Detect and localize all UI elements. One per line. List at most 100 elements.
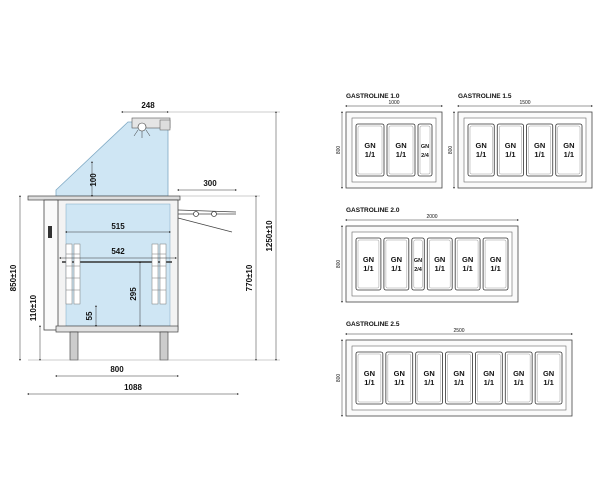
gn-container-inner [557,125,581,175]
dim-shelf-height: 295 [129,287,138,301]
gn-label: GN [394,369,405,378]
gn-label: 1/1 [396,150,406,159]
gn-container [504,351,533,405]
door-handle [48,226,52,238]
gn-container [355,237,382,291]
plan-title: GASTROLINE 1.5 [458,93,512,100]
plan-width-label: 1500 [519,100,530,106]
gn-container [445,351,473,405]
gn-label: GN [453,369,464,378]
dim-height-110: 110±10 [29,294,38,321]
gn-container-inner [499,125,522,175]
gn-label: 1/1 [454,378,464,387]
gn-container-inner [456,239,479,289]
dim-width-800: 800 [110,365,124,374]
dim-height-770: 770±10 [245,264,254,291]
gn-label: 1/1 [543,378,553,387]
gn-label: 1/1 [365,150,375,159]
gn-container [411,237,425,291]
lamp-icon [131,117,171,138]
dim-inner-width: 515 [111,222,125,231]
gn-label: GN [490,255,501,264]
gn-label: GN [513,369,524,378]
gn-container [355,351,384,405]
gn-label: GN [414,258,422,264]
gn-label: GN [476,141,487,150]
gn-container [383,237,410,291]
gn-container-inner [507,353,531,403]
gn-label: GN [462,255,473,264]
gn-container-inner [447,353,471,403]
gn-container-inner [385,239,408,289]
cabinet-door [43,199,59,331]
gn-label: 1/1 [394,378,404,387]
side-view: 248 100 300 515 542 295 55 850±10 110±10… [9,101,280,395]
gn-label: GN [483,369,494,378]
gn-container [534,351,563,405]
gn-label: GN [421,144,429,150]
gn-container [526,123,554,177]
gn-container [385,351,414,405]
gn-container [496,123,524,177]
gn-container [417,123,433,177]
counter-top [27,195,181,201]
dim-height-850: 850±10 [9,264,18,291]
dim-low: 55 [85,311,94,320]
plan-width-label: 1000 [388,100,399,106]
gn-container [555,123,583,177]
gn-label: GN [434,255,445,264]
dim-top: 248 [141,101,155,110]
gn-label: 1/1 [462,264,472,273]
gn-label: 1/1 [476,150,486,159]
gn-label: GN [395,141,406,150]
dim-width-1088: 1088 [124,383,142,392]
plan-depth-label: 800 [448,146,454,155]
plan-depth-label: 800 [336,146,342,155]
gn-label: 1/1 [435,264,445,273]
shelf-rail-right [151,243,167,305]
gn-label: 1/1 [513,378,523,387]
gn-container-inner [413,239,423,289]
gn-container-inner [388,125,414,175]
gn-label: GN [505,141,516,150]
dim-height-1250: 1250±10 [265,220,274,252]
gn-label: 1/1 [364,378,374,387]
plan-title: GASTROLINE 1.0 [346,93,400,100]
gn-label: 2/4 [414,267,423,273]
gn-container-inner [387,353,411,403]
gn-label: GN [563,141,574,150]
gn-container-inner [357,239,380,289]
dim-extension: 300 [203,179,217,188]
dim-glass-height: 100 [89,173,98,187]
tray-slide [177,209,237,233]
gn-container [467,123,495,177]
gn-label: 1/1 [484,378,494,387]
gn-container-inner [417,353,441,403]
gn-container [426,237,453,291]
gn-container-inner [419,125,431,175]
gn-container-inner [477,353,501,403]
gn-label: 2/4 [421,153,430,159]
plan-depth-label: 800 [336,260,342,269]
gn-label: GN [424,369,435,378]
gn-container-inner [357,353,382,403]
gn-container [386,123,416,177]
gn-container [415,351,443,405]
gn-container [475,351,503,405]
plan-width-label: 2000 [426,214,437,220]
gn-container-inner [429,239,451,289]
plan-title: GASTROLINE 2.5 [346,321,400,328]
dim-outer-width: 542 [111,247,125,256]
gn-container-inner [484,239,507,289]
plan-width-label: 2500 [453,328,464,334]
gn-label: GN [363,255,374,264]
gn-label: 1/1 [534,150,544,159]
plan-title: GASTROLINE 2.0 [346,207,400,214]
gn-label: 1/1 [391,264,401,273]
